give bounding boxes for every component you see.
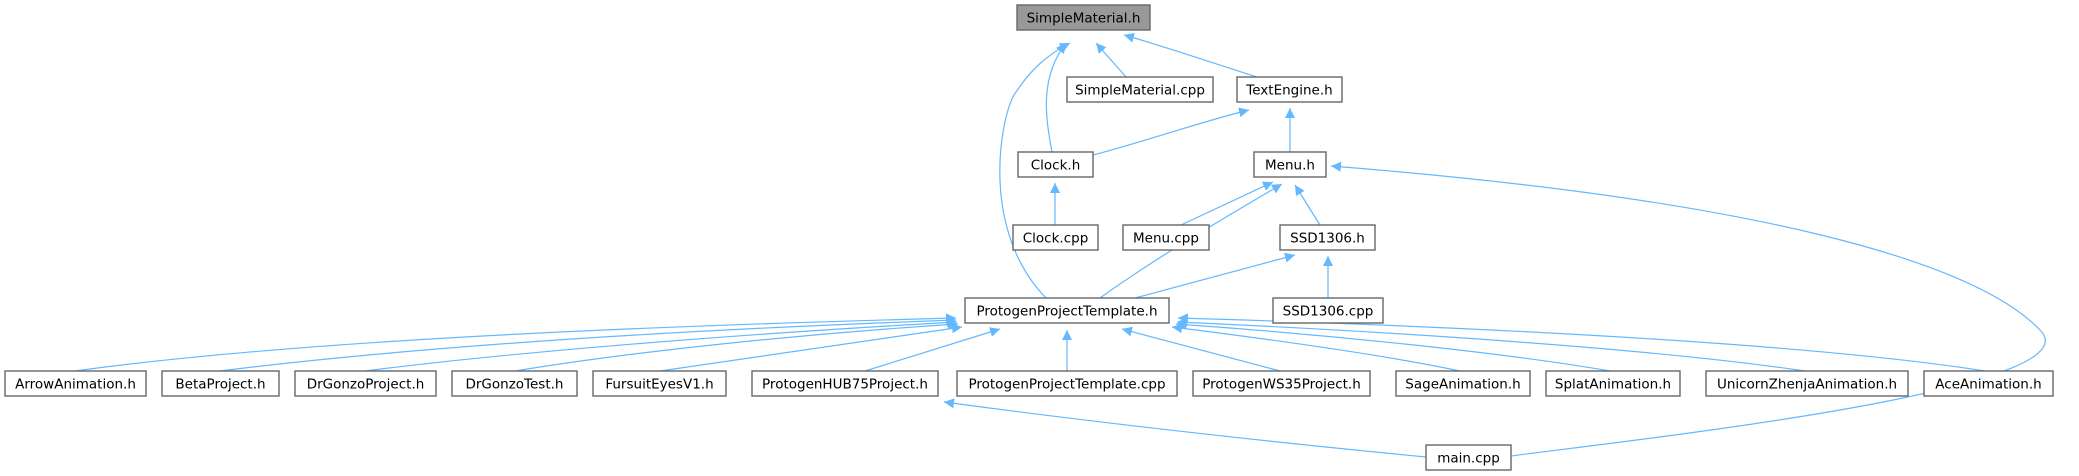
node-box-main-cpp [1425, 444, 1512, 471]
node-label-menu-h: Menu.h [1265, 158, 1315, 174]
node-menu-h[interactable]: Menu.h [1253, 151, 1327, 178]
node-box-unicornzhenjaanimation-h [1705, 370, 1909, 397]
node-box-clock-cpp [1012, 224, 1099, 251]
edge-textengine-h-to-simplematerial-h [1123, 32, 1258, 78]
edge-betaproject-h-to-protogenprojecttemplate-h [219, 315, 957, 372]
edge-unicornzhenjaanimation-h-to-protogenprojecttemplate-h [1176, 317, 1806, 372]
node-box-protogenws35project-h [1192, 370, 1371, 397]
node-box-fursuiteyesv1-h [592, 370, 727, 397]
node-ssd1306-cpp[interactable]: SSD1306.cpp [1272, 297, 1384, 324]
node-label-unicornzhenjaanimation-h: UnicornZhenjaAnimation.h [1717, 377, 1897, 393]
node-box-ssd1306-h [1279, 224, 1376, 251]
node-box-menu-cpp [1122, 224, 1210, 251]
node-label-menu-cpp: Menu.cpp [1133, 231, 1199, 247]
node-main-cpp[interactable]: main.cpp [1425, 444, 1512, 471]
node-aceanimation-h[interactable]: AceAnimation.h [1923, 370, 2054, 397]
edge-simplematerial-cpp-to-simplematerial-h [1095, 42, 1127, 78]
node-protogenprojecttemplate-h[interactable]: ProtogenProjectTemplate.h [964, 297, 1170, 324]
node-textengine-h[interactable]: TextEngine.h [1236, 76, 1343, 103]
node-menu-cpp[interactable]: Menu.cpp [1122, 224, 1210, 251]
edge-protogenhub75project-h-to-protogenprojecttemplate-h [864, 327, 1001, 372]
node-unicornzhenjaanimation-h[interactable]: UnicornZhenjaAnimation.h [1705, 370, 1909, 397]
node-arrowanimation-h[interactable]: ArrowAnimation.h [4, 370, 147, 397]
node-label-clock-h: Clock.h [1031, 158, 1081, 174]
node-label-ssd1306-h: SSD1306.h [1290, 231, 1365, 247]
node-ssd1306-h[interactable]: SSD1306.h [1279, 224, 1376, 251]
edge-clock-h-to-textengine-h [1092, 107, 1250, 156]
edge-clock-h-to-simplematerial-h [1045, 42, 1067, 153]
node-label-simplematerial-cpp: SimpleMaterial.cpp [1075, 83, 1205, 99]
node-label-sageanimation-h: SageAnimation.h [1405, 377, 1520, 393]
node-box-splatanimation-h [1545, 370, 1681, 397]
node-label-textengine-h: TextEngine.h [1245, 83, 1332, 99]
node-label-protogenws35project-h: ProtogenWS35Project.h [1202, 377, 1361, 393]
node-box-clock-h [1017, 151, 1094, 178]
edge-menu-cpp-to-menu-h [1180, 181, 1274, 226]
node-label-splatanimation-h: SplatAnimation.h [1555, 377, 1671, 393]
node-box-arrowanimation-h [4, 370, 147, 397]
edge-splatanimation-h-to-protogenprojecttemplate-h [1175, 319, 1611, 372]
node-fursuiteyesv1-h[interactable]: FursuitEyesV1.h [592, 370, 727, 397]
edge-drgonzoproject-h-to-protogenprojecttemplate-h [364, 317, 958, 372]
node-label-drgonzotest-h: DrGonzoTest.h [465, 377, 563, 393]
node-clock-h[interactable]: Clock.h [1017, 151, 1094, 178]
node-box-protogenprojecttemplate-h [964, 297, 1170, 324]
node-box-aceanimation-h [1923, 370, 2054, 397]
node-label-drgonzoproject-h: DrGonzoProject.h [307, 377, 425, 393]
edge-sageanimation-h-to-protogenprojecttemplate-h [1171, 323, 1461, 372]
node-clock-cpp[interactable]: Clock.cpp [1012, 224, 1099, 251]
edge-drgonzotest-h-to-protogenprojecttemplate-h [514, 319, 959, 372]
node-box-drgonzoproject-h [294, 370, 437, 397]
node-label-fursuiteyesv1-h: FursuitEyesV1.h [605, 377, 713, 393]
node-protogenprojecttemplate-cpp[interactable]: ProtogenProjectTemplate.cpp [956, 370, 1178, 397]
node-label-ssd1306-cpp: SSD1306.cpp [1283, 304, 1374, 320]
edge-fursuiteyesv1-h-to-protogenprojecttemplate-h [659, 323, 963, 372]
node-label-arrowanimation-h: ArrowAnimation.h [15, 377, 136, 393]
node-label-main-cpp: main.cpp [1437, 451, 1500, 467]
edge-protogenprojecttemplate-h-to-simplematerial-h [999, 42, 1071, 299]
node-protogenws35project-h[interactable]: ProtogenWS35Project.h [1192, 370, 1371, 397]
node-box-simplematerial-h [1016, 4, 1151, 31]
node-label-protogenprojecttemplate-h: ProtogenProjectTemplate.h [976, 304, 1157, 320]
edge-arrowanimation-h-to-protogenprojecttemplate-h [74, 313, 957, 372]
node-label-clock-cpp: Clock.cpp [1023, 231, 1089, 247]
node-box-drgonzotest-h [451, 370, 578, 397]
node-sageanimation-h[interactable]: SageAnimation.h [1395, 370, 1531, 397]
node-drgonzotest-h[interactable]: DrGonzoTest.h [451, 370, 578, 397]
node-label-protogenhub75project-h: ProtogenHUB75Project.h [762, 377, 928, 393]
node-label-betaproject-h: BetaProject.h [175, 377, 265, 393]
node-box-ssd1306-cpp [1272, 297, 1384, 324]
node-box-simplematerial-cpp [1066, 76, 1214, 103]
node-betaproject-h[interactable]: BetaProject.h [161, 370, 280, 397]
edges-layer [74, 32, 2046, 458]
node-protogenhub75project-h[interactable]: ProtogenHUB75Project.h [751, 370, 939, 397]
node-box-protogenhub75project-h [751, 370, 939, 397]
node-box-textengine-h [1236, 76, 1343, 103]
node-simplematerial-cpp[interactable]: SimpleMaterial.cpp [1066, 76, 1214, 103]
node-simplematerial-h: SimpleMaterial.h [1016, 4, 1151, 31]
edge-main-cpp-to-menu-h [1330, 161, 2046, 457]
edge-ssd1306-h-to-menu-h [1294, 184, 1321, 226]
node-box-betaproject-h [161, 370, 280, 397]
node-label-simplematerial-h: SimpleMaterial.h [1027, 11, 1141, 27]
node-label-protogenprojecttemplate-cpp: ProtogenProjectTemplate.cpp [968, 377, 1165, 393]
node-label-aceanimation-h: AceAnimation.h [1935, 377, 2041, 393]
node-splatanimation-h[interactable]: SplatAnimation.h [1545, 370, 1681, 397]
edge-protogenprojecttemplate-h-to-ssd1306-h [1134, 252, 1296, 299]
node-box-sageanimation-h [1395, 370, 1531, 397]
edge-protogenws35project-h-to-protogenprojecttemplate-h [1121, 326, 1281, 372]
edge-main-cpp-to-protogenhub75project-h [943, 398, 1427, 458]
node-box-menu-h [1253, 151, 1327, 178]
node-drgonzoproject-h[interactable]: DrGonzoProject.h [294, 370, 437, 397]
node-box-protogenprojecttemplate-cpp [956, 370, 1178, 397]
